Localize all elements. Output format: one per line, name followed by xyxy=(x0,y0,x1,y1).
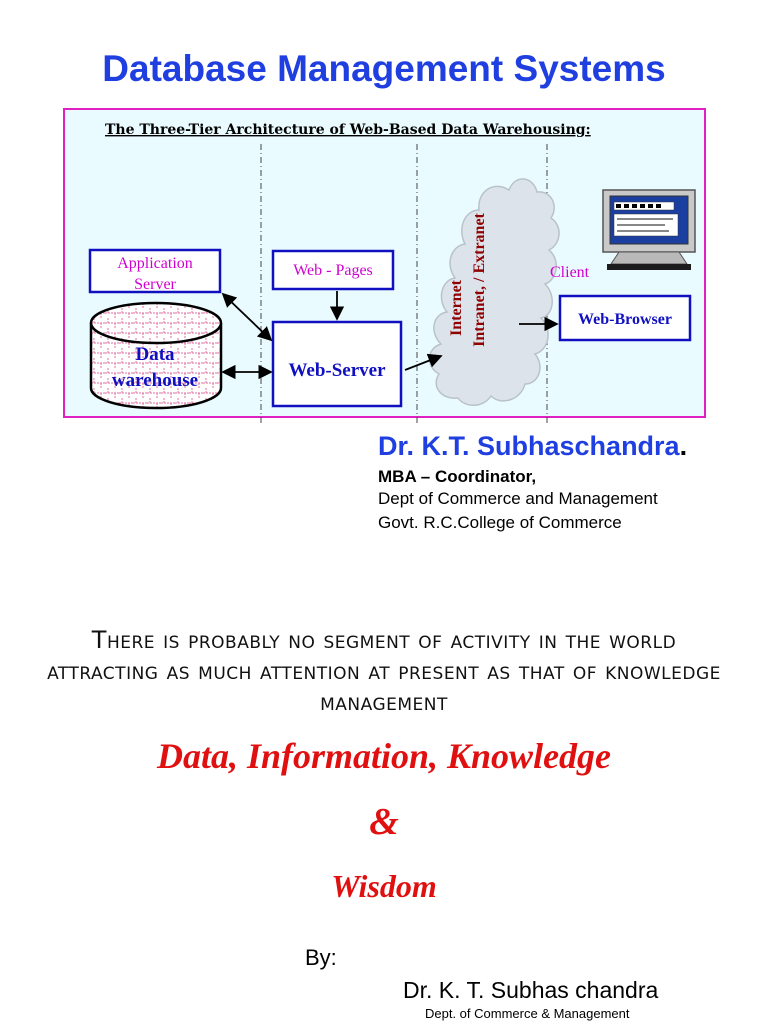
subtitle-wisdom: Wisdom xyxy=(331,868,437,904)
byline-author-name: Dr. K. T. Subhas chandra xyxy=(403,977,659,1003)
subtitle-ampersand: & xyxy=(369,801,399,843)
web-server-box xyxy=(271,320,403,408)
diagram-heading: The Three-Tier Architecture of Web-Based… xyxy=(105,122,591,138)
web-server-label: Web-Server xyxy=(288,360,386,381)
page-title: Database Management Systems xyxy=(102,48,666,89)
client-label: Client xyxy=(550,264,590,281)
arrow-web-server-cloud xyxy=(404,353,443,371)
application-server-label: Application xyxy=(117,255,193,272)
cloud-label-intranet: Intranet, / Extranet xyxy=(471,212,488,346)
author-role: MBA – Coordinator, xyxy=(378,467,537,486)
author-name: Dr. K.T. Subhaschandra. xyxy=(378,431,688,461)
application-server-box xyxy=(88,248,222,294)
arrow-app-server-web-server xyxy=(221,292,273,342)
web-pages-label: Web - Pages xyxy=(293,262,373,279)
internet-cloud xyxy=(428,178,560,406)
data-warehouse-label: Data xyxy=(135,344,175,365)
by-label: By: xyxy=(305,945,337,970)
subtitle-data-information-knowledge: Data, Information, Knowledge xyxy=(156,736,612,776)
web-browser-box xyxy=(558,294,692,342)
computer-monitor-icon xyxy=(602,189,696,270)
architecture-diagram: The Three-Tier Architecture of Web-Based… xyxy=(63,108,706,424)
author-college: Govt. R.C.College of Commerce xyxy=(378,513,622,532)
data-warehouse-label: warehouse xyxy=(112,370,198,391)
author-department: Dept of Commerce and Management xyxy=(378,489,658,508)
web-pages-box xyxy=(271,249,395,291)
cloud-label-internet: Internet xyxy=(448,279,465,336)
web-browser-label: Web-Browser xyxy=(578,311,672,328)
application-server-label: Server xyxy=(134,276,176,293)
knowledge-quote: There is probably no segment of activity… xyxy=(47,626,721,716)
data-warehouse-cylinder xyxy=(89,301,223,410)
byline-department: Dept. of Commerce & Management xyxy=(425,1006,630,1021)
